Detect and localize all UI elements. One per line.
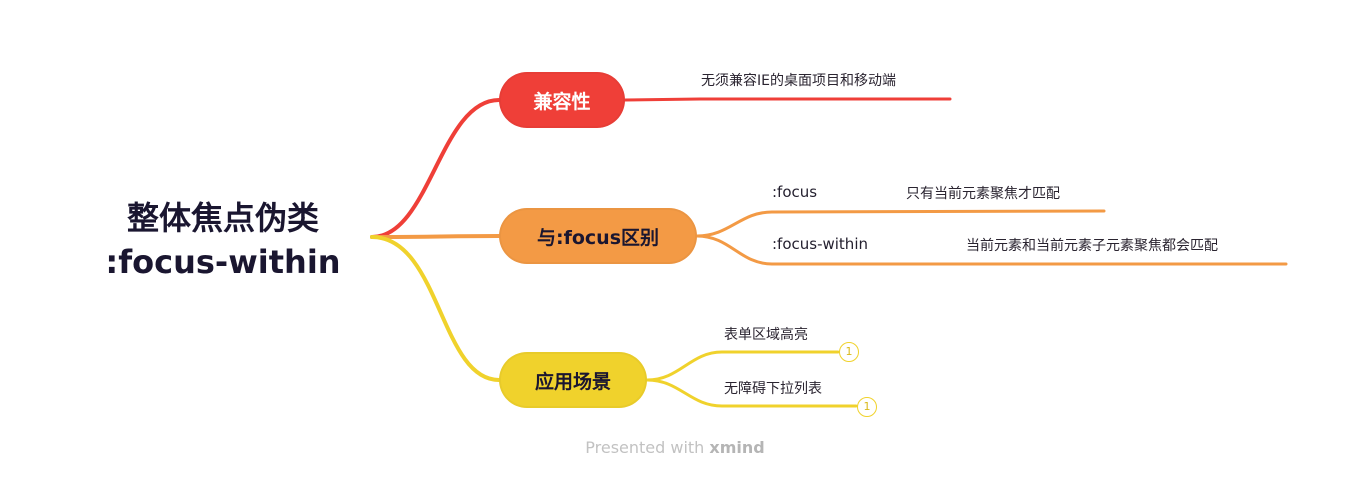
root-topic[interactable]: 整体焦点伪类 :focus-within — [88, 196, 358, 284]
leaf-accessible-dropdown[interactable]: 无障碍下拉列表 — [724, 381, 822, 397]
branch-line-use — [370, 235, 501, 382]
topic-diff[interactable]: 与:focus区别 — [499, 208, 697, 264]
branch-line-diff — [370, 234, 501, 239]
topic-compat[interactable]: 兼容性 — [499, 72, 625, 128]
root-title-line2: :focus-within — [105, 243, 341, 281]
leaf-line-focus-within — [695, 234, 1288, 266]
leaf-focus-within-key[interactable]: :focus-within — [772, 235, 868, 253]
leaf-accessible-dropdown-badge[interactable]: 1 — [857, 397, 877, 417]
xmind-logo: xmind — [709, 438, 765, 457]
leaf-line-form — [645, 350, 840, 382]
footer-prefix: Presented with — [585, 438, 705, 457]
leaf-line-focus — [695, 209, 1106, 238]
root-title-line1: 整体焦点伪类 — [126, 199, 319, 237]
leaf-focus-within-desc[interactable]: 当前元素和当前元素子元素聚焦都会匹配 — [966, 238, 1218, 254]
leaf-form-highlight[interactable]: 表单区域高亮 — [724, 327, 808, 343]
topic-use[interactable]: 应用场景 — [499, 352, 647, 408]
leaf-focus-desc[interactable]: 只有当前元素聚焦才匹配 — [906, 186, 1060, 202]
leaf-form-highlight-badge[interactable]: 1 — [839, 342, 859, 362]
leaf-focus-key[interactable]: :focus — [772, 183, 818, 201]
presented-with-footer: Presented with xmind — [0, 438, 1350, 457]
leaf-line-dropdown — [645, 378, 858, 408]
branch-line-compat — [370, 98, 501, 239]
leaf-line-compat — [623, 97, 952, 102]
leaf-compat[interactable]: 无须兼容IE的桌面项目和移动端 — [701, 73, 896, 89]
